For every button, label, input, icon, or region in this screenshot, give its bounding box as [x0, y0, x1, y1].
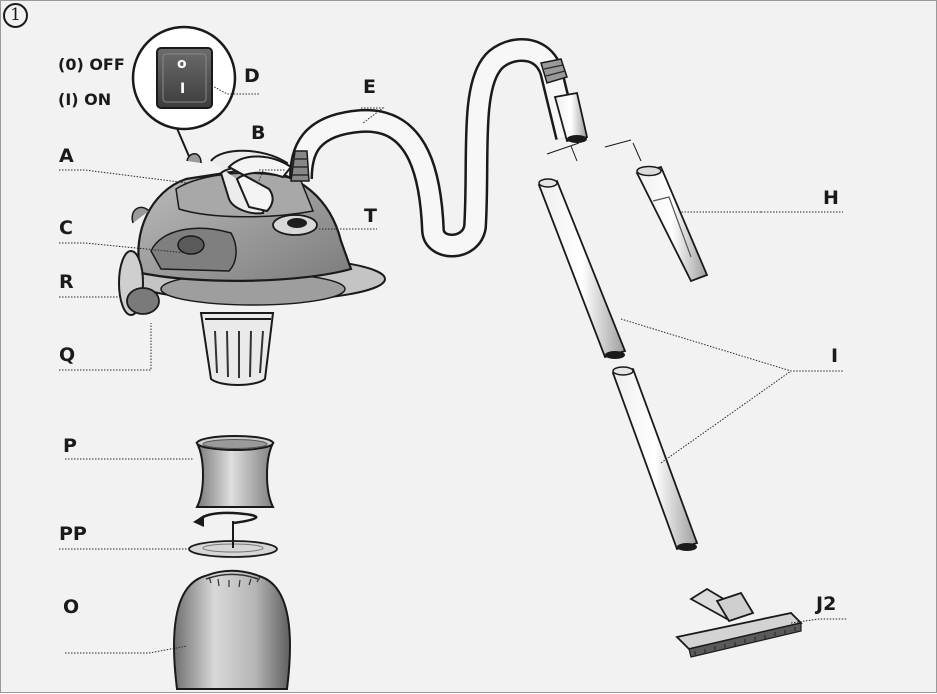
- disk-pp: [189, 513, 277, 557]
- hose-e: [291, 50, 587, 246]
- switch-on-label: (I) ON: [58, 92, 111, 108]
- label-c: C: [59, 219, 73, 238]
- switch-on-symbol: I: [180, 81, 185, 97]
- crevice-tool-h: [637, 167, 707, 282]
- label-p: P: [63, 437, 77, 456]
- rotation-arrow-icon: [193, 515, 204, 527]
- label-r: R: [59, 273, 74, 292]
- floor-nozzle-j2: [677, 589, 801, 657]
- label-q: Q: [59, 346, 75, 365]
- leader-o: [65, 646, 187, 653]
- label-o: O: [63, 598, 79, 617]
- figure-number: 1: [3, 3, 28, 28]
- filter-p: [197, 436, 273, 507]
- bag-o: [174, 571, 290, 689]
- label-i: I: [831, 347, 838, 366]
- leader-a: [59, 170, 187, 183]
- leader-i-upper: [621, 319, 843, 371]
- leader-lines: [59, 84, 847, 653]
- label-j2: J2: [816, 595, 836, 614]
- label-d: D: [244, 67, 260, 86]
- motor-head: [119, 151, 385, 385]
- switch-off-symbol: o: [177, 56, 187, 72]
- label-h: H: [823, 189, 839, 208]
- assembly-lines: [547, 140, 641, 191]
- label-t: T: [364, 207, 377, 226]
- leader-i-lower: [661, 371, 791, 463]
- label-pp: PP: [59, 525, 87, 544]
- label-b: B: [251, 124, 265, 143]
- label-a: A: [59, 147, 74, 166]
- switch-off-label: (0) OFF: [58, 57, 125, 73]
- label-e: E: [363, 78, 376, 97]
